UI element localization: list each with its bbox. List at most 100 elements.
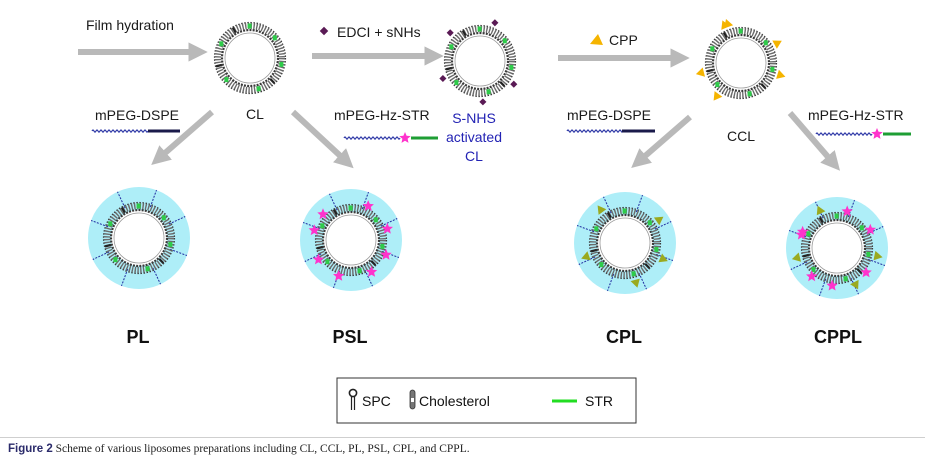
label-snhs-3: CL xyxy=(465,148,483,164)
liposome-snhs-cl xyxy=(439,19,518,106)
spc-icon xyxy=(348,388,358,410)
label-snhs-2: activated xyxy=(446,129,502,145)
arrow-cl-to-pl xyxy=(151,109,214,166)
str-star-icon xyxy=(864,223,877,235)
cholesterol-mark xyxy=(747,91,752,97)
caption-label: Figure 2 xyxy=(8,443,53,455)
cholesterol-mark xyxy=(738,28,743,34)
cholesterol-mark xyxy=(256,86,261,92)
cholesterol-mark xyxy=(454,80,459,86)
label-ccl: CCL xyxy=(727,128,755,144)
cholesterol-mark xyxy=(806,231,811,237)
label-mpeg-dspe-2: mPEG-DSPE xyxy=(567,107,651,123)
liposome-cppl xyxy=(786,197,888,299)
cholesterol-mark xyxy=(710,46,715,52)
cholesterol-mark xyxy=(834,213,839,219)
cpp-triangle-icon xyxy=(695,67,705,77)
cholesterol-mark xyxy=(357,268,362,274)
cholesterol-icon xyxy=(409,389,416,410)
cholesterol-mark xyxy=(477,26,482,32)
nhs-marker xyxy=(439,74,447,83)
arrow-ccl-to-cpl xyxy=(631,114,692,169)
cholesterol-mark xyxy=(373,217,378,223)
product-label-cpl: CPL xyxy=(606,327,642,347)
cholesterol-mark xyxy=(715,82,720,88)
cholesterol-mark xyxy=(224,77,229,83)
cholesterol-mark xyxy=(325,259,330,265)
cholesterol-mark xyxy=(647,220,652,226)
cpp-triangle-icon xyxy=(597,205,607,215)
cholesterol-mark xyxy=(113,257,118,263)
cholesterol-mark xyxy=(594,226,599,232)
liposome-cpl xyxy=(574,192,676,294)
cholesterol-mark xyxy=(866,251,871,257)
mpeg-hz-str-molecule-icon-2 xyxy=(815,128,911,139)
label-cl: CL xyxy=(246,106,264,122)
cholesterol-mark xyxy=(168,241,173,247)
cholesterol-mark xyxy=(247,23,252,29)
cpp-triangle-icon xyxy=(590,34,603,45)
product-label-psl: PSL xyxy=(332,327,367,347)
str-star-icon xyxy=(841,205,853,217)
cholesterol-mark xyxy=(380,243,385,249)
mpeg-hz-str-molecule-icon-1 xyxy=(343,132,438,143)
cholesterol-mark xyxy=(509,64,514,70)
nhs-marker-icon xyxy=(319,26,329,36)
str-star-icon xyxy=(308,224,320,236)
cpp-triangle-icon xyxy=(850,279,859,290)
arrow-ccl-to-cppl xyxy=(787,111,841,171)
cpp-triangle-icon xyxy=(653,216,664,226)
cholesterol-mark xyxy=(502,38,507,44)
cholesterol-mark xyxy=(145,266,150,272)
cholesterol-mark xyxy=(449,44,454,50)
label-edci: EDCI + sNHs xyxy=(337,24,421,40)
cpp-triangle-icon xyxy=(658,253,668,263)
cholesterol-mark xyxy=(654,246,659,252)
label-cpp: CPP xyxy=(609,32,638,48)
str-star-icon xyxy=(381,222,393,234)
mpeg-dspe-molecule-icon-2 xyxy=(566,129,655,133)
str-star-icon xyxy=(333,270,345,281)
label-mpeg-hz-str-2: mPEG-Hz-STR xyxy=(808,107,904,123)
edci-label: EDCI + sNHs xyxy=(319,24,421,40)
cpp-triangle-icon xyxy=(713,91,723,101)
str-star-icon xyxy=(826,279,838,291)
str-star-icon xyxy=(806,270,818,282)
cpp-triangle-icon xyxy=(816,205,826,216)
cpp-triangle-icon xyxy=(581,251,591,261)
str-star-icon xyxy=(312,253,325,265)
label-mpeg-hz-str-1: mPEG-Hz-STR xyxy=(334,107,430,123)
legend-str-label: STR xyxy=(585,393,613,409)
str-star-icon xyxy=(860,266,872,278)
str-star-icon xyxy=(380,248,392,260)
cholesterol-mark xyxy=(486,89,491,95)
lipid-bilayer xyxy=(445,26,515,96)
cholesterol-mark xyxy=(108,221,113,227)
cpp-triangle-icon xyxy=(772,40,782,49)
cpp-triangle-icon xyxy=(873,250,883,261)
cholesterol-mark xyxy=(272,35,277,41)
cholesterol-mark xyxy=(763,40,768,46)
lipid-bilayer xyxy=(316,205,386,275)
cpp-triangle-icon xyxy=(776,69,786,79)
str-star-icon xyxy=(795,228,808,240)
str-star-icon xyxy=(317,208,329,220)
label-film-hydration: Film hydration xyxy=(86,17,174,33)
cholesterol-mark xyxy=(219,41,224,47)
lipid-bilayer xyxy=(706,28,776,98)
lipid-bilayer xyxy=(215,23,285,93)
str-star-icon xyxy=(365,266,378,277)
caption-text: Scheme of various liposomes preparations… xyxy=(55,443,470,455)
cholesterol-mark xyxy=(631,271,636,277)
cholesterol-mark xyxy=(843,276,848,282)
hz-star-icon xyxy=(871,128,883,139)
legend-spc-label: SPC xyxy=(362,393,391,409)
cholesterol-mark xyxy=(136,203,141,209)
liposome-cl xyxy=(213,21,287,95)
cholesterol-mark xyxy=(320,223,325,229)
lipid-bilayer xyxy=(104,203,174,273)
str-star-icon xyxy=(362,200,374,211)
nhs-marker xyxy=(510,80,518,88)
cholesterol-mark xyxy=(161,215,166,221)
liposome-scheme-diagram: Film hydration EDCI + sNHs CPP CL S-NHS … xyxy=(78,17,911,424)
